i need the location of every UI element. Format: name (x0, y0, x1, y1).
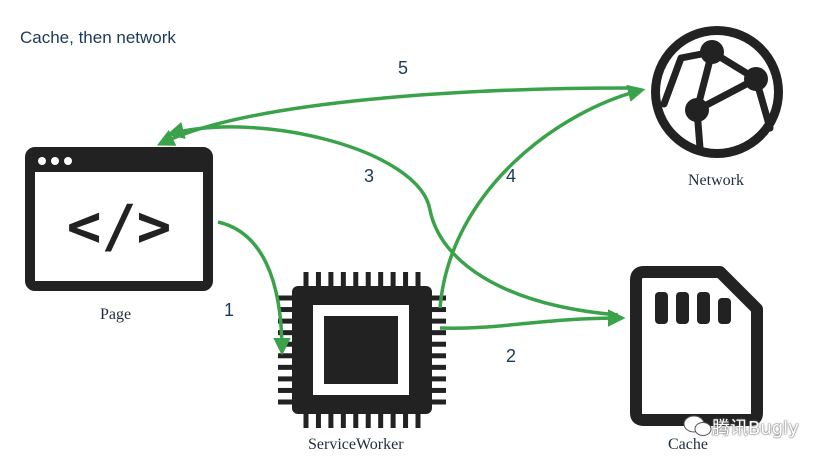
chip-pin (340, 414, 346, 428)
chip-pin (328, 272, 334, 286)
watermark: 腾讯Bugly (680, 414, 799, 440)
chip-pin (432, 341, 446, 347)
chip-pin (278, 295, 292, 301)
chip-pin (278, 330, 292, 336)
chip-pin (315, 414, 321, 428)
service-worker-chip-icon (278, 272, 446, 428)
chip-pin (403, 414, 409, 428)
arrow-step-3 (166, 121, 619, 317)
arrow-step-5 (156, 86, 629, 146)
chip-pin (328, 414, 334, 428)
network-globe-icon (651, 26, 783, 158)
wechat-logo-icon (683, 415, 712, 436)
chip-pin (340, 272, 346, 286)
service-worker-label: ServiceWorker (308, 436, 404, 453)
chip-pin (432, 353, 446, 359)
chip-pin (390, 414, 396, 428)
arrow-step-2 (439, 309, 626, 330)
chip-pin (353, 414, 359, 428)
network-label: Network (688, 172, 744, 189)
chip-pin (415, 414, 421, 428)
chip-pin (378, 414, 384, 428)
cache-label: Cache (668, 436, 708, 453)
chip-pin (432, 399, 446, 405)
chip-pin (390, 272, 396, 286)
chip-pin (278, 364, 292, 370)
chip-pin (365, 414, 371, 428)
chip-pin (432, 364, 446, 370)
chip-pin (432, 330, 446, 336)
page-label: Page (100, 306, 132, 323)
chip-pin (278, 399, 292, 405)
step-number-3: 3 (364, 166, 375, 186)
chip-pin (303, 414, 309, 428)
chip-pin (278, 341, 292, 347)
step-number-4: 4 (506, 166, 517, 186)
chip-pin (315, 272, 321, 286)
page-icon: </> (25, 147, 213, 291)
diagram-title: Cache, then network (20, 28, 176, 47)
cache-sdcard-icon (630, 266, 763, 426)
chip-pin (278, 318, 292, 324)
chip-pin (278, 376, 292, 382)
chip-pin (432, 376, 446, 382)
step-number-2: 2 (506, 346, 517, 366)
chip-pin (278, 307, 292, 313)
chip-pin (353, 272, 359, 286)
chip-pin (432, 387, 446, 393)
watermark-text: 腾讯Bugly (712, 418, 799, 439)
chip-pin (403, 272, 409, 286)
chip-pin (278, 387, 292, 393)
chip-pin (365, 272, 371, 286)
step-number-1: 1 (224, 300, 235, 320)
chip-pin (378, 272, 384, 286)
chip-pin (415, 272, 421, 286)
chip-pin (432, 307, 446, 313)
chip-pin (432, 295, 446, 301)
arrow-step-4 (438, 84, 646, 309)
chip-pin (432, 318, 446, 324)
arrow-step-1 (217, 220, 291, 356)
step-number-5: 5 (398, 58, 409, 78)
chip-pin (303, 272, 309, 286)
code-glyph: </> (67, 192, 172, 260)
chip-pin (278, 353, 292, 359)
